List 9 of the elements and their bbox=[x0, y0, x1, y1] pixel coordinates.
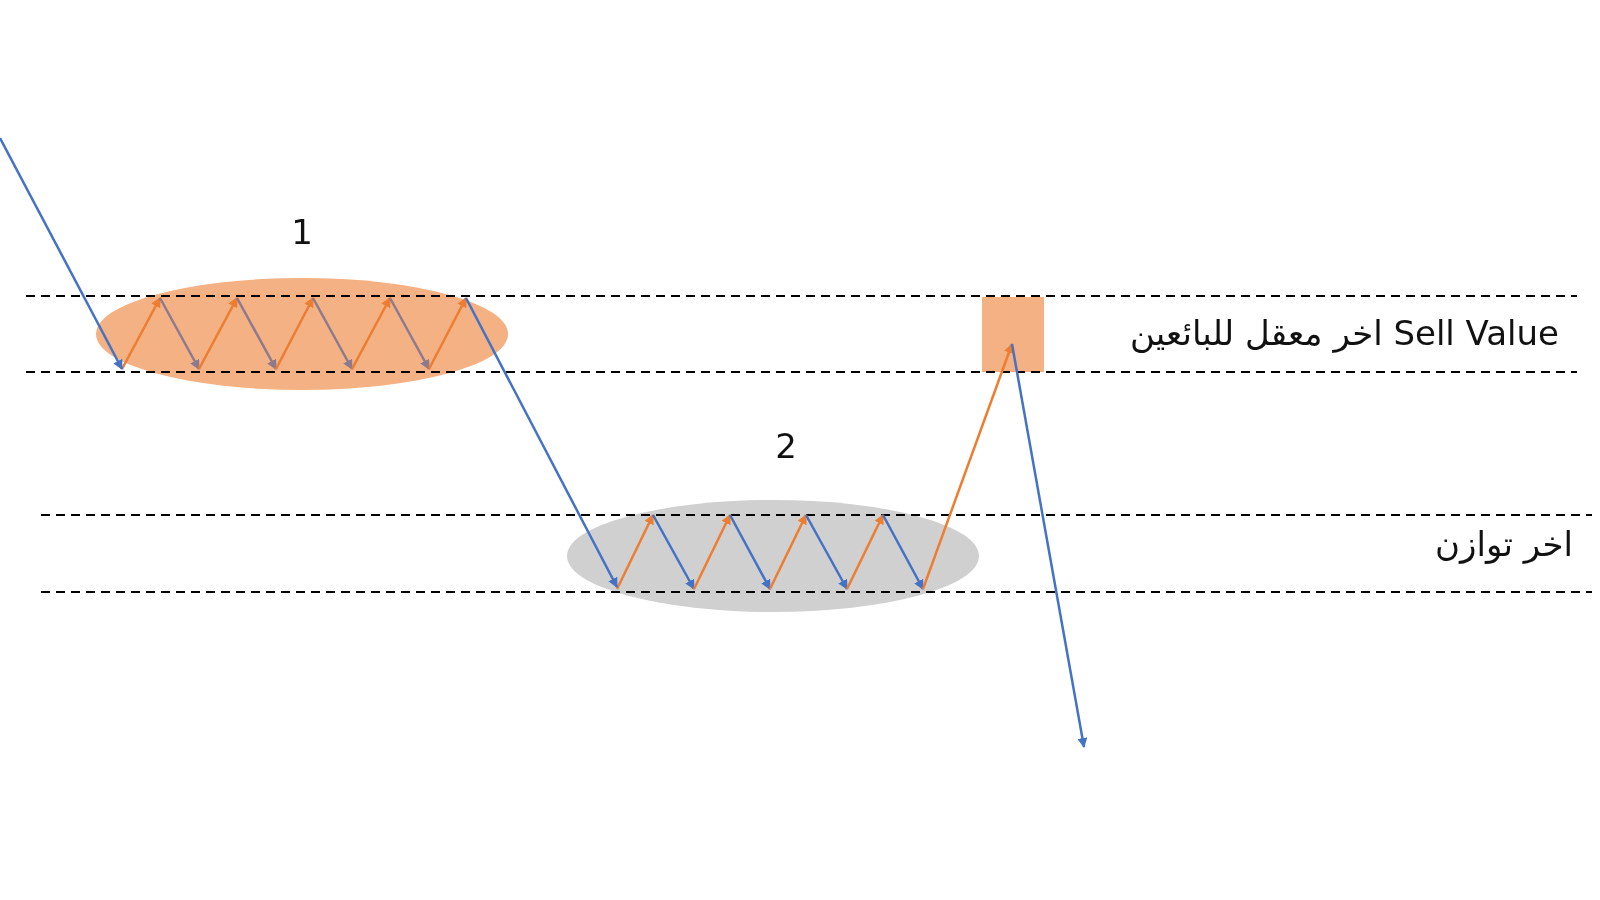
zone-number: 1 bbox=[291, 212, 313, 252]
trend-arrow bbox=[0, 137, 124, 370]
level-label: Sell Value اخر معقل للبائعين bbox=[1129, 313, 1559, 353]
zone-number: 2 bbox=[775, 426, 797, 466]
trend-arrow bbox=[921, 343, 1014, 590]
trend-arrow bbox=[464, 297, 619, 588]
level-label: اخر توازن bbox=[1435, 524, 1573, 564]
trend-arrow bbox=[1010, 343, 1088, 748]
highlight-box bbox=[982, 297, 1044, 372]
